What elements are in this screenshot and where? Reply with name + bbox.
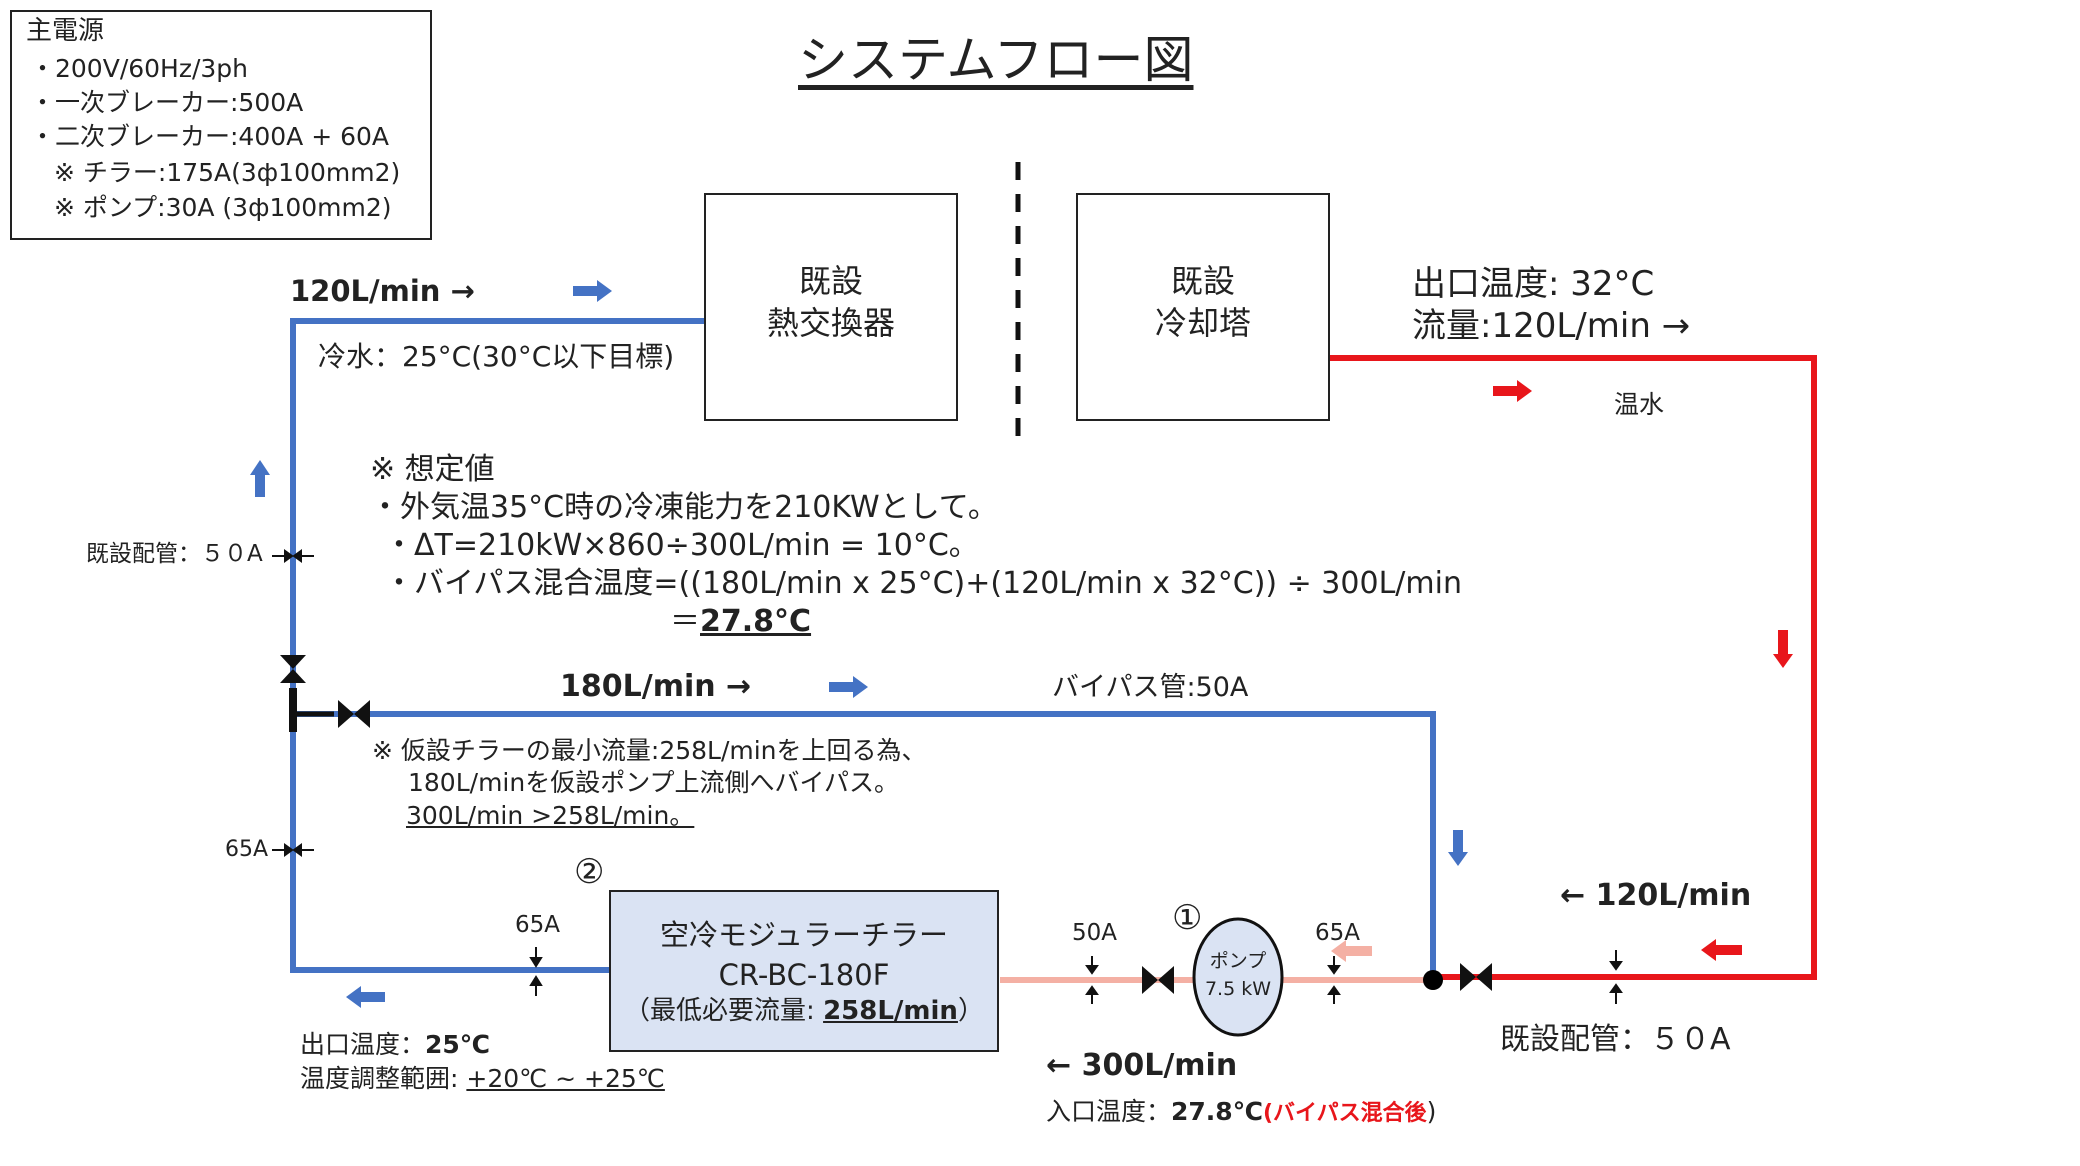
arrow-down-icon [1448, 830, 1468, 866]
power-supply-box [10, 10, 432, 240]
heat-exchanger-label-2: 熱交換器 [766, 304, 895, 342]
cooling-tower-label-2: 冷却塔 [1154, 304, 1251, 342]
pump-power: 7.5 kW [1204, 978, 1272, 1000]
cooling-tower-label-1: 既設 [1170, 262, 1235, 300]
chiller-label-1: 空冷モジュラーチラー [660, 918, 948, 952]
pipe-size-marker [1085, 956, 1099, 1004]
outlet-prefix: 出口温度： [300, 1030, 426, 1059]
pump-label: ポンプ [1209, 950, 1267, 972]
arrow-right-icon [573, 280, 612, 302]
arrow-left-icon [346, 986, 385, 1008]
pipe-size-marker [1327, 956, 1341, 1004]
pump-number: ① [1172, 898, 1203, 938]
bypass-pipe-label: バイパス管:50A [1052, 672, 1249, 703]
valve-icon [338, 700, 370, 728]
range-value: +20℃ ~ +25℃ [466, 1064, 665, 1093]
bypass-flow-label: 180L/min → [560, 669, 752, 704]
pipe-size-65a-chiller: 65A [515, 912, 561, 938]
arrow-left-icon [1701, 939, 1742, 961]
pump-symbol [1192, 917, 1284, 1037]
top-cold-pipe [290, 318, 705, 973]
inlet-close: ) [1426, 1097, 1437, 1126]
warm-water-label: 温水 [1614, 390, 1665, 419]
power-pump-note: ※ ポンプ:30A (3ф100mm2) [54, 193, 392, 222]
assumptions-line-3: ・バイパス混合温度=((180L/min x 25°C)+(120L/min x… [384, 566, 1462, 601]
chiller-inlet-temp: 入口温度：27.8℃(バイパス混合後) [1046, 1097, 1436, 1127]
tower-outlet-flow: 流量:120L/min → [1412, 306, 1691, 346]
chiller-model: CR-BC-180F [718, 958, 890, 992]
valve-icon [1142, 966, 1174, 994]
cooling-tower-box [1076, 193, 1330, 421]
range-prefix: 温度調整範囲: [300, 1064, 467, 1093]
valve-icon [1460, 963, 1492, 991]
pipe-size-marker [529, 947, 543, 996]
bypass-note-3: 300L/min >258L/min。 [406, 801, 695, 830]
assumptions-line-2: ・ΔT=210kW×860÷300L/min = 10°C。 [384, 528, 979, 563]
warm-water-pipe [1330, 355, 1817, 980]
pipe-size-marker [272, 549, 314, 563]
bypass-note-2: 180L/minを仮設ポンプ上流側へバイパス。 [408, 768, 899, 797]
arrow-right-icon [829, 676, 868, 698]
assumptions-result-prefix: ＝ [670, 604, 700, 639]
chiller-outlet-temp: 出口温度：25℃ [300, 1030, 490, 1060]
cold-water-pipes [290, 318, 1436, 983]
pipe-size-65a-pump-out: 65A [1315, 920, 1361, 946]
heat-exchanger-box [704, 193, 958, 421]
pipe-size-marker [1609, 950, 1623, 1004]
arrow-up-icon [250, 460, 270, 497]
page-title: システムフロー図 [798, 31, 1194, 89]
assumptions-result: ＝27.8°C [670, 604, 811, 640]
inlet-prefix: 入口温度： [1046, 1097, 1172, 1126]
heat-exchanger-label-1: 既設 [798, 262, 863, 300]
tower-outlet-temp: 出口温度: 32°C [1412, 264, 1655, 304]
bypass-pipe [293, 711, 1436, 983]
chiller-number: ② [574, 852, 605, 892]
chiller-min-flow-suffix: ） [957, 996, 984, 1026]
inlet-value: 27.8℃ [1171, 1097, 1263, 1126]
pipe-junction [1423, 970, 1443, 990]
assumptions-heading: ※ 想定値 [370, 452, 495, 487]
cold-water-label: 冷水：25°C(30°C以下目標) [318, 340, 675, 373]
flow-label-top: 120L/min → [290, 274, 475, 308]
arrow-right-icon [1493, 380, 1532, 402]
existing-pipe-right-label: 既設配管：５０A [1500, 1022, 1731, 1057]
pipe-size-65a-left: 65A [225, 837, 269, 862]
valve-icon [280, 655, 306, 683]
chiller-min-flow-value: 258L/min [823, 996, 958, 1026]
temp-adjust-range: 温度調整範囲: +20℃ ~ +25℃ [300, 1064, 665, 1094]
tee-fitting [289, 688, 297, 732]
power-heading: 主電源 [26, 16, 105, 46]
chiller-min-flow: （最低必要流量: 258L/min） [609, 996, 999, 1027]
pipe-size-marker [272, 843, 314, 857]
existing-pipe-left-label: 既設配管：５０A [86, 541, 263, 567]
outlet-value: 25℃ [425, 1030, 491, 1059]
bypass-note-1: ※ 仮設チラーの最小流量:258L/minを上回る為、 [372, 736, 927, 765]
chiller-min-flow-prefix: （最低必要流量: [624, 996, 824, 1026]
power-voltage: ・200V/60Hz/3ph [30, 54, 249, 83]
assumptions-line-1: ・外気温35°C時の冷凍能力を210KWとして。 [370, 490, 998, 525]
pump-flow-label: ← 300L/min [1046, 1048, 1238, 1083]
power-primary-breaker: ・一次ブレーカー:500A [30, 88, 304, 117]
power-secondary-breaker: ・二次ブレーカー:400A + 60A [30, 122, 389, 151]
arrow-down-icon [1773, 630, 1793, 668]
arrow-left-icon [1331, 940, 1372, 962]
pipe-size-50a-pump-in: 50A [1072, 920, 1118, 946]
return-flow-label: ← 120L/min [1560, 878, 1752, 913]
power-chiller-note: ※ チラー:175A(3ф100mm2) [54, 158, 401, 187]
assumptions-result-value: 27.8°C [700, 604, 812, 639]
inlet-note: (バイパス混合後 [1262, 1101, 1427, 1126]
air-cooled-chiller [609, 890, 999, 1052]
